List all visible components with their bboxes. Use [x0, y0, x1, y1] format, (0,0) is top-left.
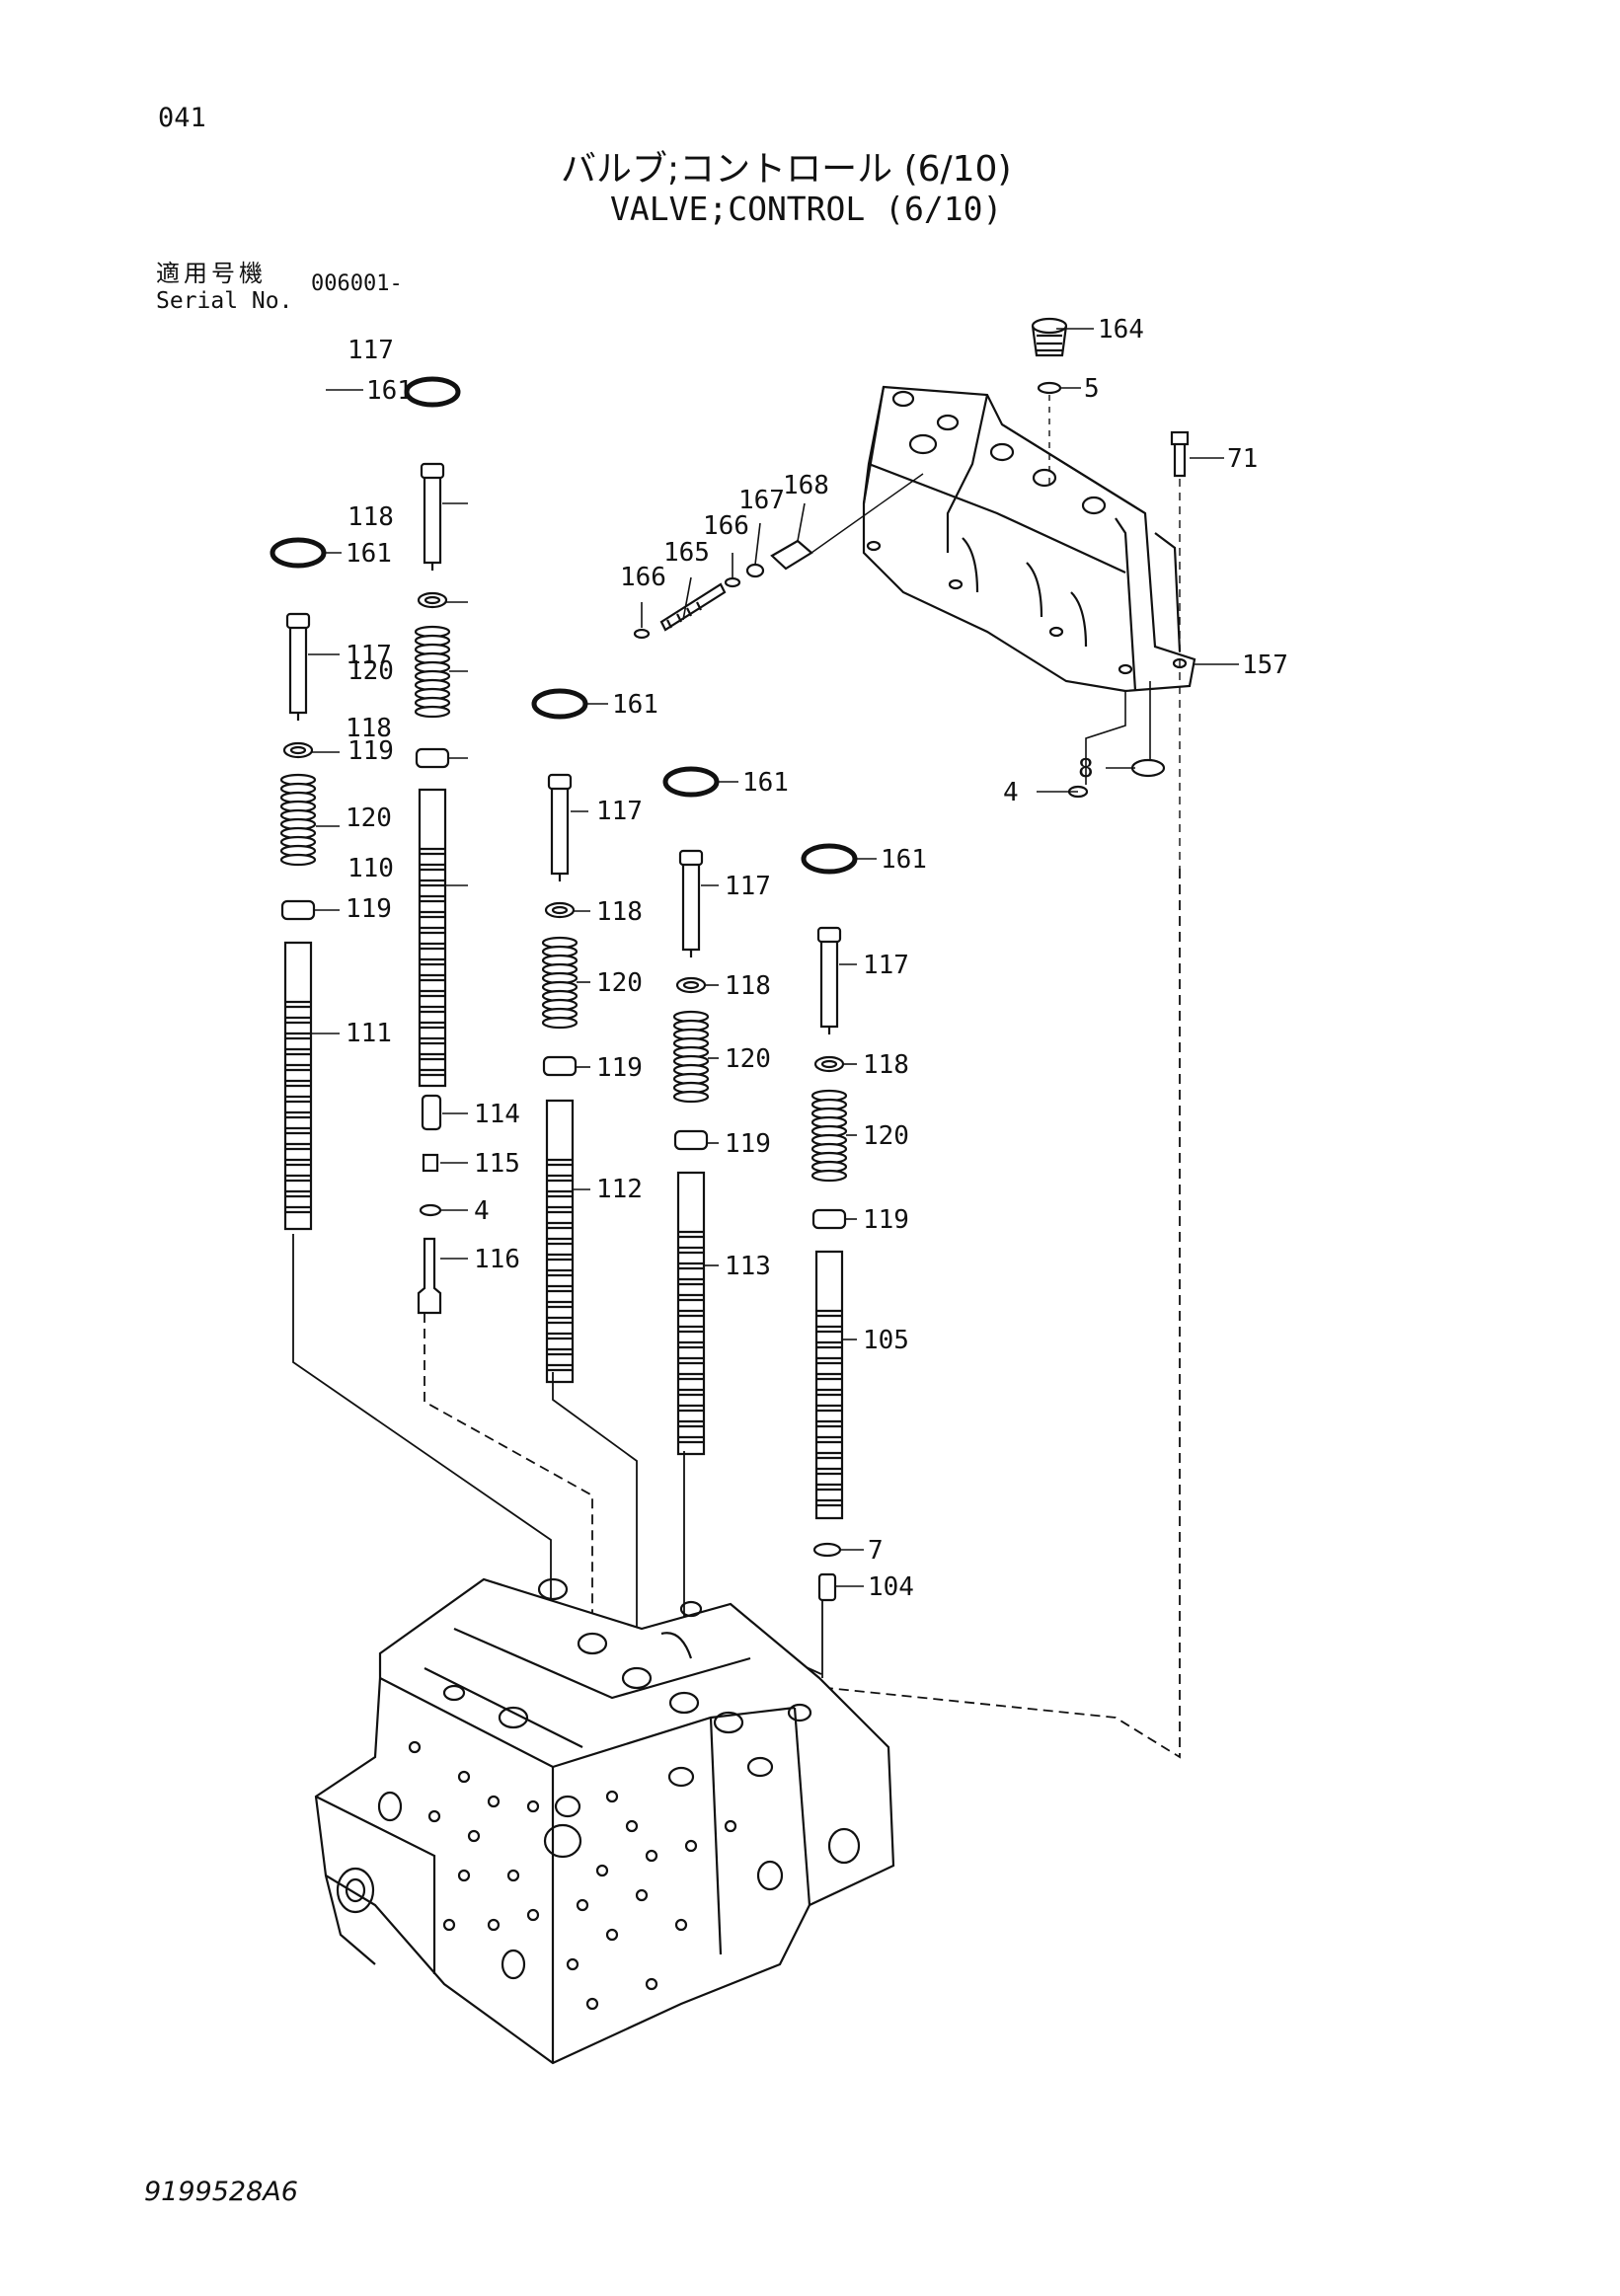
- callout-5: 5: [1084, 374, 1100, 404]
- stack-113: [662, 766, 720, 1456]
- stack-110: [270, 537, 327, 1231]
- valve-body-ports: [408, 1740, 737, 2011]
- callout-166: 166: [620, 563, 666, 592]
- callout-117: 117: [725, 872, 771, 901]
- callout-115: 115: [474, 1149, 520, 1179]
- callout-117: 117: [596, 797, 643, 826]
- callout-119: 119: [346, 894, 392, 924]
- callout-120: 120: [347, 656, 394, 686]
- stack-112: [531, 688, 588, 1384]
- callout-119: 119: [596, 1053, 643, 1083]
- callout-161: 161: [366, 376, 413, 406]
- callout-161: 161: [881, 845, 927, 875]
- callout-leader: [754, 522, 761, 566]
- callout-117: 117: [346, 641, 392, 670]
- stack-105: [801, 843, 858, 1520]
- callout-161: 161: [612, 690, 658, 720]
- relief-pin-assembly: [633, 473, 924, 640]
- callout-166: 166: [703, 511, 749, 541]
- serial-label-japanese: 適用号機: [156, 260, 267, 287]
- serial-label: Serial No.: [156, 288, 293, 314]
- callout-104: 104: [868, 1572, 914, 1602]
- callout-119: 119: [863, 1205, 909, 1235]
- callout-leader: [682, 576, 692, 621]
- cover-assembly: [862, 385, 1196, 693]
- stack-111-lower-parts: [417, 1094, 442, 1315]
- callout-4: 4: [474, 1196, 490, 1226]
- title-japanese: バルブ;コントロール (6/10): [561, 149, 1012, 190]
- callout-119: 119: [347, 736, 394, 766]
- callout-117: 117: [863, 951, 909, 980]
- callout-leader: [797, 502, 806, 542]
- callout-8: 8: [1078, 754, 1094, 784]
- callout-120: 120: [863, 1121, 909, 1151]
- callout-165: 165: [663, 538, 710, 568]
- callout-164: 164: [1098, 315, 1144, 344]
- callout-105: 105: [863, 1326, 909, 1355]
- callout-118: 118: [347, 502, 394, 532]
- callout-157: 157: [1242, 651, 1288, 680]
- callout-120: 120: [725, 1044, 771, 1074]
- drawing-number: 9199528A6: [144, 2177, 298, 2207]
- callout-118: 118: [863, 1050, 909, 1080]
- callout-119: 119: [725, 1129, 771, 1159]
- callout-168: 168: [783, 471, 829, 500]
- callout-111: 111: [346, 1019, 392, 1048]
- callout-4: 4: [1003, 778, 1019, 807]
- callout-118: 118: [725, 971, 771, 1001]
- callout-120: 120: [596, 968, 643, 998]
- callout-120: 120: [346, 804, 392, 833]
- callout-110: 110: [347, 854, 394, 883]
- callout-113: 113: [725, 1252, 771, 1281]
- bolt-71: [1170, 430, 1190, 869]
- page-number: 041: [158, 103, 206, 133]
- callout-118: 118: [596, 897, 643, 927]
- callout-112: 112: [596, 1175, 643, 1204]
- serial-number-range: 006001-: [311, 271, 403, 296]
- callout-114: 114: [474, 1100, 520, 1129]
- callout-117: 117: [347, 336, 394, 365]
- callout-116: 116: [474, 1245, 520, 1274]
- control-valve-body: [314, 1577, 895, 2065]
- stack-105-lower-parts: [812, 1542, 842, 1602]
- callout-161: 161: [346, 539, 392, 569]
- callout-161: 161: [742, 768, 789, 798]
- callout-167: 167: [738, 486, 785, 515]
- callout-118: 118: [346, 714, 392, 743]
- callout-7: 7: [868, 1536, 884, 1566]
- callout-71: 71: [1227, 444, 1258, 474]
- stack-111: [404, 376, 461, 1088]
- title-english: VALVE;CONTROL (6/10): [610, 190, 1003, 228]
